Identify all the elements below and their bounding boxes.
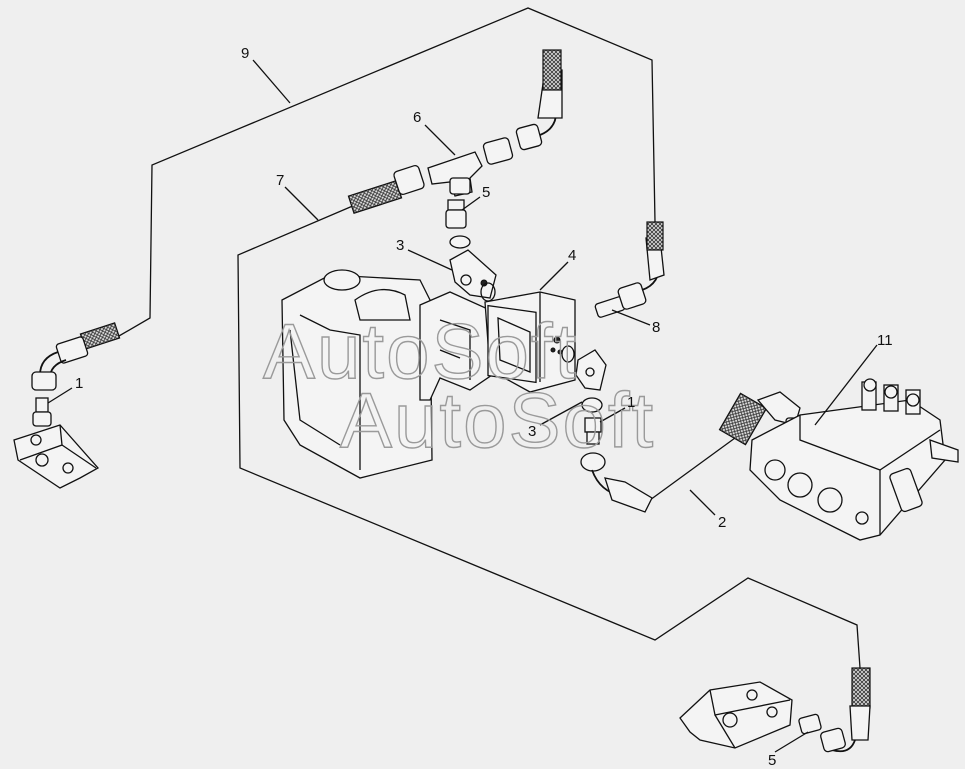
callout-6: 6 [413,109,421,126]
callout-3-bottom: 3 [528,423,536,440]
fitting-8 [594,221,665,318]
callout-2: 2 [718,514,726,531]
callout-4: 4 [568,247,576,264]
pump-4 [484,291,576,393]
top-hose-assembly [347,49,563,215]
left-block [13,424,100,489]
callout-1-right: 1 [627,394,635,411]
mount-bracket [419,291,493,401]
fitting-5-top [445,199,471,249]
callout-1-left: 1 [75,375,83,392]
callout-11: 11 [877,332,893,349]
callout-7: 7 [276,172,284,189]
callout-5-top: 5 [482,184,490,201]
bottom-hose-end [798,667,871,753]
hose-2-line [649,437,736,501]
callout-5-bottom: 5 [768,752,776,769]
elbow-3-top [449,249,497,302]
leader-lines [47,59,878,753]
callout-3-top: 3 [396,237,404,254]
reservoir-tank [281,269,433,479]
bottom-block [679,681,793,749]
left-hose-end [31,322,121,427]
elbow-3-bottom [575,349,607,445]
hose-7-line [237,204,861,669]
callout-9: 9 [241,45,249,62]
control-valve-11 [749,378,959,541]
watermark-autosoft-upper: AutoSoft [263,307,578,395]
callout-8: 8 [652,319,660,336]
watermark-autosoft-lower: AutoSoft [340,376,655,464]
hose-9-line [111,7,656,341]
hose-2-end [580,452,653,513]
